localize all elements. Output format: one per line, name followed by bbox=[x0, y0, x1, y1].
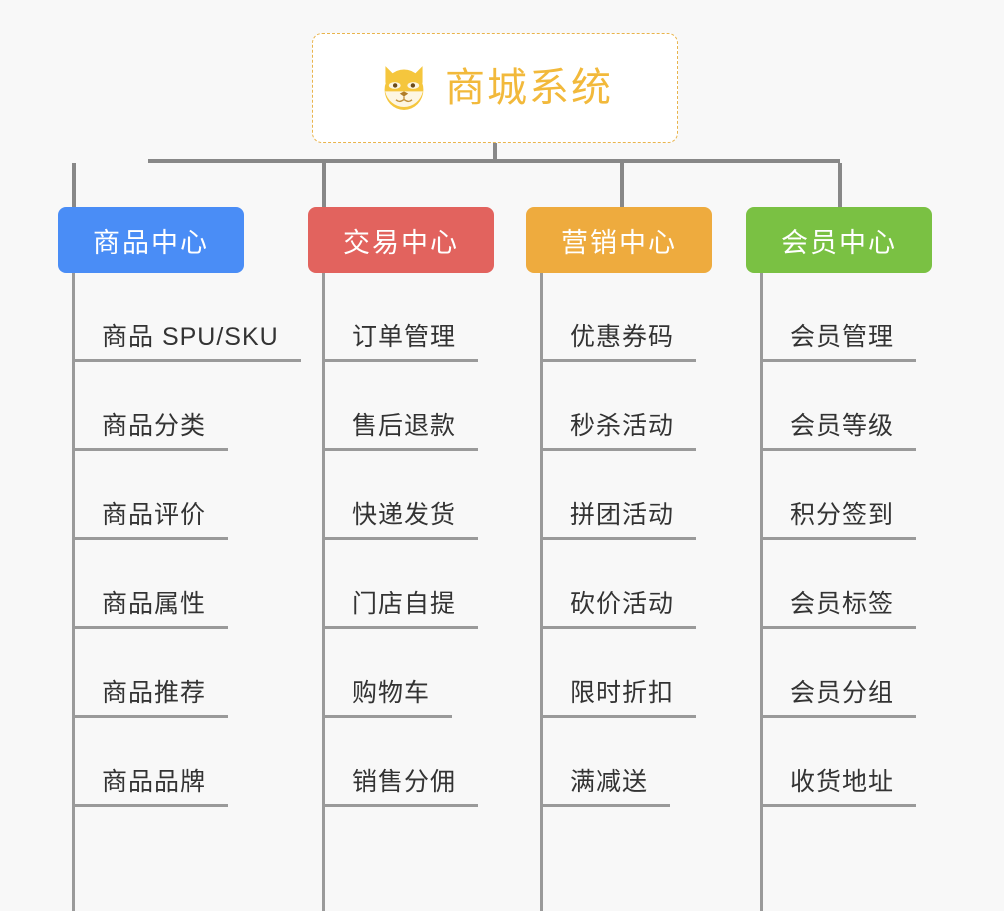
child-label: 商品评价 bbox=[72, 501, 229, 540]
child-label: 商品分类 bbox=[72, 412, 229, 451]
child-label: 优惠券码 bbox=[540, 323, 697, 362]
child-label: 会员标签 bbox=[760, 590, 917, 629]
branch-header-会员中心[interactable]: 会员中心 bbox=[746, 207, 932, 273]
child-label: 拼团活动 bbox=[540, 501, 697, 540]
list-item[interactable]: 售后退款 bbox=[322, 362, 479, 451]
list-item[interactable]: 会员管理 bbox=[760, 273, 917, 362]
child-label: 门店自提 bbox=[322, 590, 479, 629]
shiba-dog-face-icon bbox=[384, 66, 424, 110]
child-label: 限时折扣 bbox=[540, 679, 697, 718]
branch-drop-connector bbox=[72, 163, 76, 207]
list-item[interactable]: 商品推荐 bbox=[72, 629, 301, 718]
list-item[interactable]: 砍价活动 bbox=[540, 540, 697, 629]
child-label: 商品推荐 bbox=[72, 679, 229, 718]
list-item[interactable]: 购物车 bbox=[322, 629, 478, 718]
list-item[interactable]: 会员分组 bbox=[760, 629, 917, 718]
child-list: 订单管理 售后退款 快递发货 门店自提 购物车 销售分佣 bbox=[322, 273, 479, 807]
branch-trunk-line bbox=[760, 273, 763, 911]
list-item[interactable]: 满减送 bbox=[540, 718, 696, 807]
list-item[interactable]: 优惠券码 bbox=[540, 273, 697, 362]
child-label: 售后退款 bbox=[322, 412, 479, 451]
list-item[interactable]: 快递发货 bbox=[322, 451, 479, 540]
child-label: 砍价活动 bbox=[540, 590, 697, 629]
child-label: 商品 SPU/SKU bbox=[72, 323, 301, 362]
child-label: 销售分佣 bbox=[322, 768, 479, 807]
list-item[interactable]: 会员等级 bbox=[760, 362, 917, 451]
list-item[interactable]: 商品评价 bbox=[72, 451, 301, 540]
branch-header-label: 商品中心 bbox=[93, 227, 209, 258]
list-item[interactable]: 门店自提 bbox=[322, 540, 479, 629]
list-item[interactable]: 会员标签 bbox=[760, 540, 917, 629]
branch-header-营销中心[interactable]: 营销中心 bbox=[526, 207, 712, 273]
mindmap-canvas: 商城系统 商品中心 商品 SPU/SKU 商品分类 商品评价 商品属性 商品推荐… bbox=[58, 33, 932, 911]
branch-header-label: 会员中心 bbox=[781, 227, 897, 258]
list-item[interactable]: 拼团活动 bbox=[540, 451, 697, 540]
child-label: 商品属性 bbox=[72, 590, 229, 629]
list-item[interactable]: 商品分类 bbox=[72, 362, 301, 451]
child-label: 会员分组 bbox=[760, 679, 917, 718]
child-label: 秒杀活动 bbox=[540, 412, 697, 451]
child-label: 快递发货 bbox=[322, 501, 479, 540]
branch-bus-connector bbox=[148, 159, 840, 163]
branch-header-商品中心[interactable]: 商品中心 bbox=[58, 207, 244, 273]
list-item[interactable]: 秒杀活动 bbox=[540, 362, 697, 451]
branch-drop-connector bbox=[838, 163, 842, 207]
child-label: 商品品牌 bbox=[72, 768, 229, 807]
branch-trunk-line bbox=[322, 273, 325, 911]
list-item[interactable]: 订单管理 bbox=[322, 273, 479, 362]
child-label: 会员等级 bbox=[760, 412, 917, 451]
list-item[interactable]: 积分签到 bbox=[760, 451, 917, 540]
list-item[interactable]: 商品 SPU/SKU bbox=[72, 273, 301, 362]
list-item[interactable]: 销售分佣 bbox=[322, 718, 479, 807]
child-label: 积分签到 bbox=[760, 501, 917, 540]
branch-header-交易中心[interactable]: 交易中心 bbox=[308, 207, 494, 273]
child-label: 订单管理 bbox=[322, 323, 479, 362]
child-list: 商品 SPU/SKU 商品分类 商品评价 商品属性 商品推荐 商品品牌 bbox=[72, 273, 301, 807]
child-label: 收货地址 bbox=[760, 768, 917, 807]
branch-header-label: 营销中心 bbox=[561, 227, 677, 258]
list-item[interactable]: 限时折扣 bbox=[540, 629, 697, 718]
root-node[interactable]: 商城系统 bbox=[312, 33, 678, 143]
branch-drop-connector bbox=[620, 163, 624, 207]
child-label: 满减送 bbox=[540, 768, 671, 807]
list-item[interactable]: 收货地址 bbox=[760, 718, 917, 807]
branch-header-label: 交易中心 bbox=[343, 227, 459, 258]
child-list: 会员管理 会员等级 积分签到 会员标签 会员分组 收货地址 bbox=[760, 273, 917, 807]
child-list: 优惠券码 秒杀活动 拼团活动 砍价活动 限时折扣 满减送 bbox=[540, 273, 697, 807]
branch-trunk-line bbox=[72, 273, 75, 911]
list-item[interactable]: 商品品牌 bbox=[72, 718, 301, 807]
list-item[interactable]: 商品属性 bbox=[72, 540, 301, 629]
root-title: 商城系统 bbox=[445, 66, 613, 110]
branch-trunk-line bbox=[540, 273, 543, 911]
root-stem-connector bbox=[493, 143, 497, 163]
branch-drop-connector bbox=[322, 163, 326, 207]
child-label: 会员管理 bbox=[760, 323, 917, 362]
child-label: 购物车 bbox=[322, 679, 453, 718]
